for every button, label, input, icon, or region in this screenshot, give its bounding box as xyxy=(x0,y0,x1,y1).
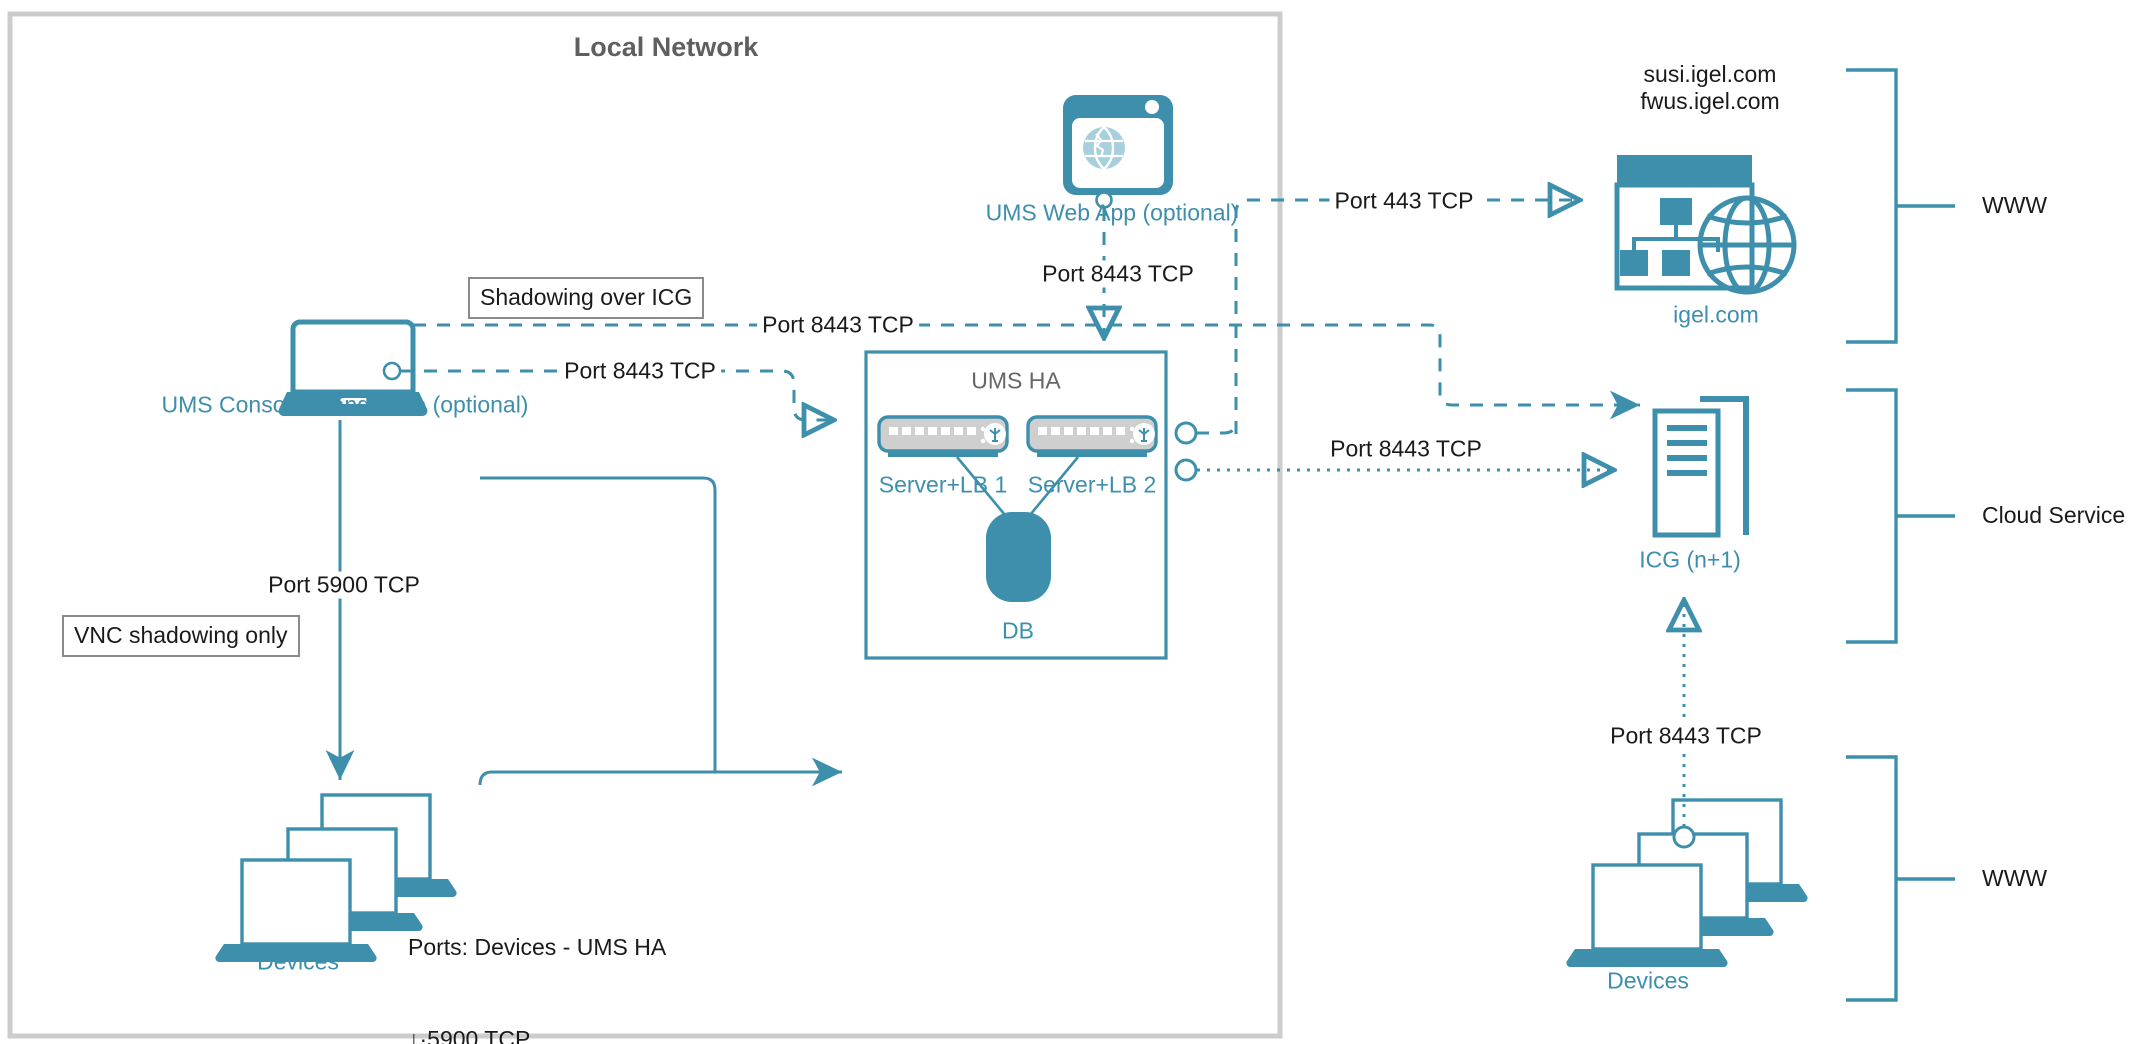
ports-list-heading: Ports: Devices - UMS HA xyxy=(408,934,667,961)
note-shadowing-over-icg: Shadowing over ICG xyxy=(468,277,705,319)
ports-list-item: ↓·5900 TCP xyxy=(408,1025,531,1044)
igel-com-label: igel.com xyxy=(1673,301,1759,328)
bracket-www-bottom xyxy=(1846,755,1955,1002)
edge-webapp-to-igel xyxy=(1234,200,1580,434)
ums-web-app-label: UMS Web App (optional) xyxy=(985,199,1239,226)
icg-label: ICG (n+1) xyxy=(1639,546,1741,573)
laptop-icon xyxy=(278,319,428,417)
edge-label-ums-ha-to-icg: Port 8443 TCP xyxy=(1325,435,1487,463)
local-network-boundary xyxy=(7,11,1283,1039)
ports-list: Ports: Devices - UMS HA ↓·5900 TCP ↓·300… xyxy=(408,871,666,1044)
server-appliance-icon xyxy=(877,415,1009,457)
ums-ha-connector-dots xyxy=(1174,420,1238,482)
laptops-stack-icon xyxy=(1566,798,1808,968)
bracket-label-cloud-service: Cloud Service xyxy=(1982,502,2126,528)
edge-label-console-to-ums-ha: Port 8443 TCP xyxy=(559,357,721,385)
server-appliance-icon xyxy=(1026,415,1158,457)
edge-label-devices-to-icg: Port 8443 TCP xyxy=(1605,722,1767,750)
edge-label-console-to-devices: Port 5900 TCP xyxy=(263,571,425,599)
server-lb-1-label: Server+LB 1 xyxy=(878,471,1008,498)
devices-right-label: Devices xyxy=(1607,967,1689,994)
edge-label-webapp-to-ums-ha: Port 8443 TCP xyxy=(1037,260,1199,288)
edge-label-shadowing-port: Port 8443 TCP xyxy=(757,311,919,339)
db-label: DB xyxy=(1002,617,1034,644)
bracket-www-top xyxy=(1846,68,1955,344)
gateway-server-icon xyxy=(1652,396,1749,538)
ums-console-label: UMS Console Standalone (optional) xyxy=(161,391,529,418)
bracket-label-www-top: WWW xyxy=(1982,192,2048,218)
laptops-stack-icon xyxy=(215,793,457,963)
bracket-cloud-service xyxy=(1846,388,1955,644)
server-lb-2-label: Server+LB 2 xyxy=(1027,471,1157,498)
local-network-title: Local Network xyxy=(573,32,759,63)
edge-label-webapp-to-igel: Port 443 TCP xyxy=(1329,187,1479,215)
bracket-label-www-bottom: WWW xyxy=(1982,865,2048,891)
edge-devices-to-ums-ha xyxy=(478,476,842,787)
browser-globe-icon xyxy=(1063,95,1173,209)
igel-hosts-label: susi.igel.com fwus.igel.com xyxy=(1640,60,1780,114)
ums-ha-container xyxy=(864,350,1168,660)
devices-left-label: Devices xyxy=(257,948,339,975)
ums-ha-label: UMS HA xyxy=(971,367,1061,394)
website-globe-icon xyxy=(1614,155,1797,295)
database-cylinder-icon xyxy=(955,456,1080,602)
note-vnc-shadowing-only: VNC shadowing only xyxy=(62,615,300,657)
edge-shadowing-over-icg xyxy=(413,323,1640,420)
edge-console-to-ums-ha xyxy=(400,369,834,420)
